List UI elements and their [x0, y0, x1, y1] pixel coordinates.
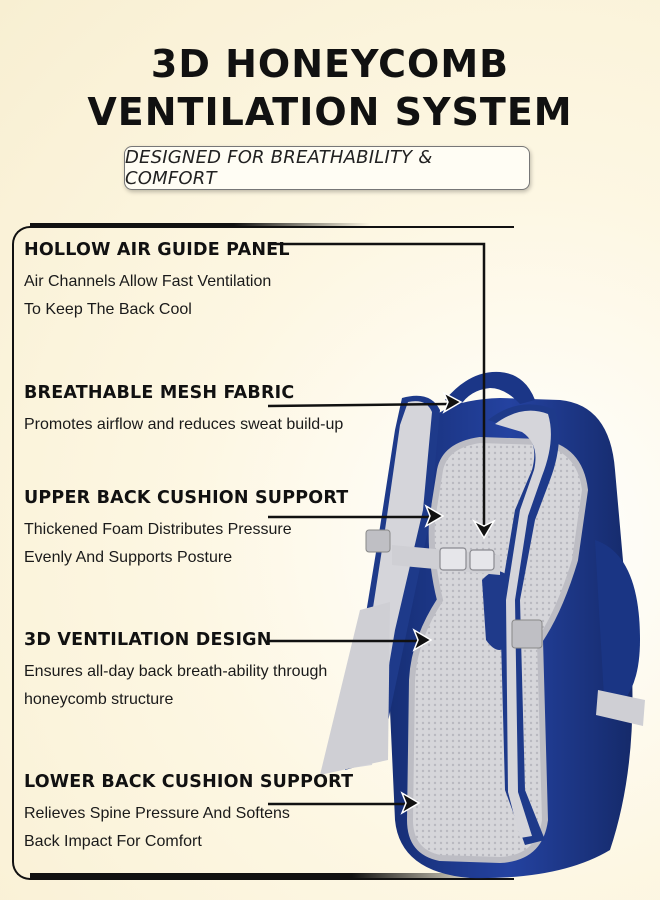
feature-title: 3D VENTILATION DESIGN	[24, 630, 272, 650]
feature-description: Ensures all-day back breath-ability thro…	[24, 658, 354, 714]
feature-desc-line-1: Relieves Spine Pressure And Softens	[24, 805, 290, 822]
title-line-1: 3D HONEYCOMB	[150, 42, 510, 86]
feature-description: Air Channels Allow Fast Ventilation To K…	[24, 268, 354, 324]
feature-desc-line-1: Ensures all-day back breath-ability thro…	[24, 663, 328, 680]
feature-desc-line-2: Back Impact For Comfort	[24, 833, 202, 850]
feature-title: LOWER BACK CUSHION SUPPORT	[24, 772, 354, 792]
subtitle-badge: DESIGNED FOR BREATHABILITY & COMFORT	[124, 146, 530, 190]
feature-description: Promotes airflow and reduces sweat build…	[24, 411, 354, 439]
mesh-back-panel	[406, 436, 589, 864]
page-title: 3D HONEYCOMB VENTILATION SYSTEM	[0, 40, 660, 136]
arrow-pointer-icon	[400, 791, 421, 815]
pointer-line-mesh	[267, 402, 449, 408]
right-shoulder-strap	[488, 404, 559, 845]
feature-lower-back-cushion-support: LOWER BACK CUSHION SUPPORT Relieves Spin…	[24, 772, 354, 856]
pointer-lines	[267, 242, 486, 806]
feature-title: BREATHABLE MESH FABRIC	[24, 383, 295, 403]
feature-3d-ventilation-design: 3D VENTILATION DESIGN Ensures all-day ba…	[24, 630, 354, 714]
arrow-pointer-icon	[412, 628, 433, 652]
arrow-pointer-icon	[442, 391, 463, 414]
title-line-2: VENTILATION SYSTEM	[87, 90, 573, 134]
panel-top-border	[30, 223, 370, 228]
subtitle-text: DESIGNED FOR BREATHABILITY & COMFORT	[125, 147, 433, 189]
feature-description: Thickened Foam Distributes Pressure Even…	[24, 516, 354, 572]
left-shoulder-strap	[320, 395, 440, 775]
feature-desc-line-2: Evenly And Supports Posture	[24, 549, 233, 566]
feature-upper-back-cushion-support: UPPER BACK CUSHION SUPPORT Thickened Foa…	[24, 488, 354, 572]
feature-desc-line-1: Promotes airflow and reduces sweat build…	[24, 416, 344, 433]
pointer-line-hollow-air	[268, 242, 486, 525]
feature-hollow-air-guide-panel: HOLLOW AIR GUIDE PANEL Air Channels Allo…	[24, 240, 354, 324]
feature-breathable-mesh-fabric: BREATHABLE MESH FABRIC Promotes airflow …	[24, 383, 354, 439]
feature-desc-line-1: Thickened Foam Distributes Pressure	[24, 521, 292, 538]
feature-title: UPPER BACK CUSHION SUPPORT	[24, 488, 349, 508]
arrow-pointer-icon	[424, 504, 445, 528]
arrow-pointer-icon	[472, 519, 496, 540]
panel-bottom-border	[30, 873, 490, 878]
feature-description: Relieves Spine Pressure And Softens Back…	[24, 800, 354, 856]
feature-desc-line-2: honeycomb structure	[24, 691, 174, 708]
feature-desc-line-2: To Keep The Back Cool	[24, 301, 192, 318]
chest-strap	[392, 545, 500, 575]
feature-title: HOLLOW AIR GUIDE PANEL	[24, 240, 290, 260]
feature-desc-line-1: Air Channels Allow Fast Ventilation	[24, 273, 272, 290]
